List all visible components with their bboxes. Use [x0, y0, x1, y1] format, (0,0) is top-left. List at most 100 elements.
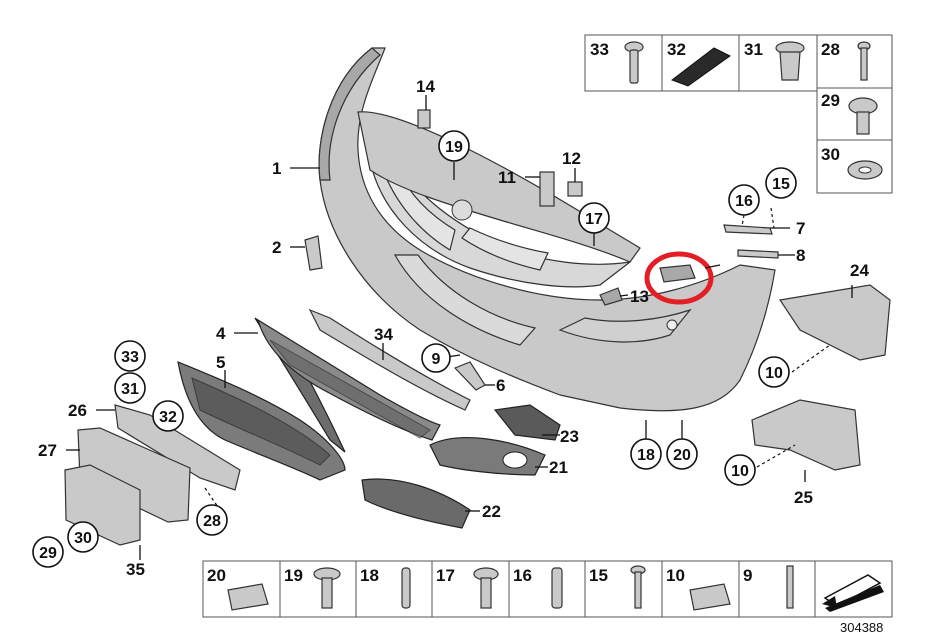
clip-nut-10-icon [689, 583, 731, 611]
callout-27: 27 [38, 441, 57, 460]
bottom-hardware-table: 20 19 18 17 16 15 10 9 [202, 560, 893, 618]
screw-33-icon [624, 41, 644, 84]
callout-26: 26 [68, 401, 87, 420]
part-16-7 [723, 224, 773, 235]
callout-21: 21 [549, 458, 568, 477]
table-label-29: 29 [821, 91, 840, 110]
table-label-33: 33 [590, 40, 609, 59]
direction-arrow-icon [817, 563, 890, 615]
svg-text:10: 10 [765, 365, 783, 382]
table-label-20: 20 [207, 566, 226, 585]
callout-12: 12 [562, 149, 581, 168]
grille-5 [177, 361, 346, 481]
screw-19-icon [313, 567, 341, 609]
callout-34: 34 [374, 325, 393, 344]
top-hardware-table: 33 32 31 28 29 30 [584, 34, 893, 194]
bracket-6-and-9 [453, 361, 486, 391]
clip-11 [539, 171, 555, 207]
svg-text:15: 15 [772, 176, 790, 193]
part-13 [599, 287, 623, 306]
svg-text:19: 19 [445, 139, 463, 156]
screw-15-icon [630, 565, 646, 609]
callout-17: 17 [578, 202, 610, 234]
callout-1: 1 [272, 159, 281, 178]
callout-9: 9 [421, 343, 451, 373]
adhesive-pad-32-icon [670, 47, 731, 87]
table-label-28: 28 [821, 40, 840, 59]
callout-33: 33 [114, 340, 146, 372]
callout-25: 25 [794, 488, 813, 507]
clip-nut-20-icon [227, 583, 269, 611]
table-label-16: 16 [513, 566, 532, 585]
svg-text:29: 29 [39, 545, 57, 562]
callout-11: 11 [498, 168, 516, 187]
callout-4: 4 [216, 324, 226, 343]
callout-7: 7 [796, 219, 805, 238]
callout-18: 18 [630, 438, 662, 470]
rivet-9-icon [786, 565, 794, 609]
callout-22: 22 [482, 502, 501, 521]
callout-6: 6 [496, 376, 505, 395]
washer-30-icon [847, 160, 883, 180]
table-label-31: 31 [744, 40, 763, 59]
expansion-clip-31-icon [775, 41, 805, 81]
svg-text:32: 32 [159, 409, 177, 426]
clip-16-icon [551, 567, 563, 609]
svg-text:18: 18 [637, 447, 655, 464]
bracket-24 [778, 284, 891, 361]
callout-30: 30 [67, 521, 99, 553]
svg-text:28: 28 [203, 513, 221, 530]
svg-text:9: 9 [432, 351, 441, 368]
screw-17-icon [473, 567, 499, 609]
callout-13: 13 [630, 287, 649, 306]
table-label-19: 19 [284, 566, 303, 585]
svg-text:30: 30 [74, 530, 92, 547]
table-label-30: 30 [821, 145, 840, 164]
bolt-29-icon [848, 97, 878, 135]
callout-14: 14 [416, 77, 435, 96]
clip-18-icon [401, 567, 411, 609]
callout-19: 19 [438, 130, 470, 162]
grille-4 [254, 317, 441, 453]
highlighted-part-icon [659, 264, 696, 283]
part-8 [737, 249, 779, 259]
svg-text:31: 31 [121, 381, 139, 398]
highlight-ring [644, 251, 714, 305]
svg-text:33: 33 [121, 349, 139, 366]
table-label-18: 18 [360, 566, 379, 585]
plate-26 [114, 404, 241, 491]
screw-28-icon [857, 41, 871, 81]
bracket-25 [751, 399, 861, 471]
callout-16: 16 [728, 184, 760, 216]
svg-text:16: 16 [735, 193, 753, 210]
clip-2 [304, 235, 323, 271]
callout-10-lower: 10 [724, 454, 756, 486]
svg-text:10: 10 [731, 463, 749, 480]
callout-31: 31 [114, 372, 146, 404]
table-label-10: 10 [666, 566, 685, 585]
table-label-9: 9 [743, 566, 752, 585]
clip-14 [417, 109, 431, 129]
callout-29: 29 [32, 536, 64, 568]
table-label-15: 15 [589, 566, 608, 585]
svg-text:17: 17 [585, 211, 603, 228]
callout-32: 32 [152, 400, 184, 432]
table-label-17: 17 [436, 566, 455, 585]
callout-24: 24 [850, 261, 869, 280]
table-label-32: 32 [667, 40, 686, 59]
fog-trim-21 [429, 436, 546, 476]
document-number: 304388 [840, 620, 883, 635]
callout-8: 8 [796, 246, 805, 265]
callout-2: 2 [272, 238, 281, 257]
clip-12 [567, 181, 583, 197]
callout-15: 15 [765, 167, 797, 199]
callout-10-upper: 10 [758, 356, 790, 388]
bracket-23 [493, 404, 561, 441]
callout-23: 23 [560, 427, 579, 446]
callout-28: 28 [196, 504, 228, 536]
trim-strip-34 [308, 308, 471, 411]
callout-5: 5 [216, 353, 225, 372]
svg-text:20: 20 [673, 447, 691, 464]
callout-20: 20 [666, 438, 698, 470]
